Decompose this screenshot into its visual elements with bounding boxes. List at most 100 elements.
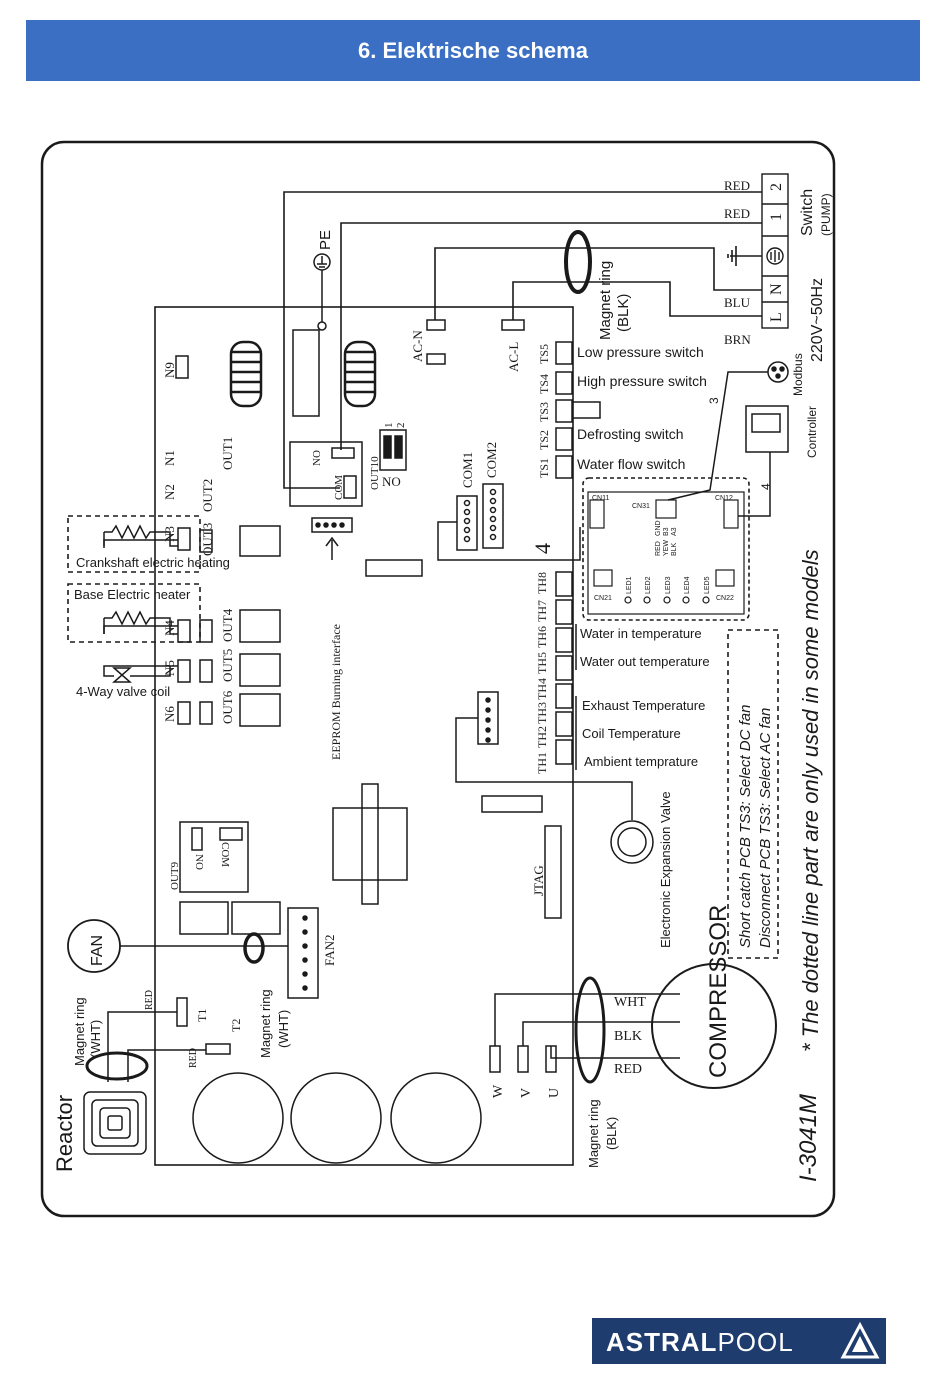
out6-label: OUT6	[220, 690, 235, 724]
display-board-outline	[582, 477, 750, 621]
cn31-pin-a3: A3	[671, 527, 678, 536]
led1-label: LED1	[626, 576, 633, 594]
compressor-label: COMPRESSOR	[705, 905, 732, 1078]
cn31-pin-b3: B3	[663, 527, 670, 536]
expansion-valve-label: Electronic Expansion Valve	[658, 791, 673, 948]
expansion-valve-icon	[610, 820, 654, 864]
controller-icon	[738, 405, 789, 517]
cn31-label: CN31	[632, 503, 650, 510]
optional-heater-boxes	[67, 515, 201, 643]
th7-label: TH7	[535, 600, 549, 622]
cn31-pin-red: RED	[655, 541, 662, 556]
pcb-coil-icons	[229, 340, 377, 408]
fan-label: FAN	[89, 935, 106, 966]
led4-label: LED4	[684, 576, 691, 594]
pcb-capacitors	[192, 1072, 482, 1164]
th5-label: TH5	[535, 652, 549, 674]
wire-count-4a: 4	[530, 543, 555, 554]
exhaust-temp-label: Exhaust Temperature	[582, 698, 705, 713]
out10-pin-2: 2	[395, 423, 407, 429]
cn11-label: CN11	[592, 495, 609, 502]
wire-red-1: RED	[724, 178, 750, 193]
coil-temp-label: Coil Temperature	[582, 726, 681, 741]
th6-label: TH6	[535, 626, 549, 648]
display-board	[587, 491, 745, 615]
magnet-ring-blk-color: (BLK)	[615, 294, 632, 332]
compressor-icon	[651, 963, 777, 1089]
magnet-ring-blk-label: Magnet ring	[597, 261, 614, 340]
out9-com-label: COM	[219, 842, 231, 867]
modbus-label: Modbus	[791, 353, 805, 396]
out10-no-label: NO	[382, 474, 401, 489]
modbus-connector-icon	[667, 361, 789, 501]
ac-l-label: AC-L	[506, 342, 521, 372]
ts5-label: TS5	[537, 344, 551, 364]
terminal-l-label: L	[768, 312, 785, 322]
eeprom-connector	[311, 517, 353, 560]
out-connectors	[177, 525, 281, 727]
out9-label: OUT9	[169, 861, 181, 890]
led2-label: LED2	[645, 576, 652, 594]
wire-brn: BRN	[724, 332, 751, 347]
crankshaft-label: Crankshaft electric heating	[76, 555, 230, 570]
t2-label: T2	[229, 1019, 243, 1032]
logo-text-astral: ASTRAL	[606, 1327, 718, 1357]
red-t1-label: RED	[144, 990, 155, 1010]
com1-label: COM1	[460, 452, 475, 488]
ambient-temp-label: Ambient temprature	[584, 754, 698, 769]
ac-n-label: AC-N	[410, 330, 425, 362]
fan-icon	[67, 919, 121, 973]
t-terminals	[107, 997, 231, 1082]
eeprom-label: EEPROM Burning interface	[329, 624, 343, 760]
cn12-label: CN12	[715, 495, 733, 502]
th-connectors	[555, 571, 577, 770]
out10-pin-1: 1	[383, 423, 395, 429]
fan2-connector	[120, 907, 319, 999]
wire-red-2: RED	[724, 206, 750, 221]
astralpool-logo: ASTRALPOOL	[592, 1318, 886, 1364]
led5-label: LED5	[704, 576, 711, 594]
ts3-note-short: Short catch PCB TS3: Select DC fan	[737, 705, 754, 948]
terminal-n-label: N	[768, 283, 785, 295]
base-heater-label: Base Electric heater	[74, 587, 191, 602]
v-label: V	[519, 1088, 534, 1098]
relay-com-label: COM	[333, 475, 345, 500]
section-header: 6. Elektrische schema	[26, 20, 920, 81]
magnet-ring-wht-color: (WHT)	[276, 1010, 291, 1048]
pump-label: (PUMP)	[819, 193, 833, 236]
th3-label: TH3	[535, 702, 549, 724]
out10-label: OUT10	[369, 456, 381, 490]
controller-label: Controller	[805, 406, 819, 458]
comp-ring-label: Magnet ring	[586, 1099, 601, 1168]
n1-label: N1	[162, 450, 177, 466]
water-in-temp-label: Water in temperature	[580, 626, 702, 641]
led3-label: LED3	[665, 576, 672, 594]
pe-label: PE	[317, 230, 334, 250]
logo-mark-icon	[840, 1322, 880, 1359]
comp-red-label: RED	[614, 1062, 642, 1077]
th1-label: TH1	[535, 752, 549, 774]
main-pcb	[154, 306, 574, 1166]
high-pressure-switch-label: High pressure switch	[577, 373, 707, 389]
red-t2-label: RED	[188, 1048, 199, 1068]
defrosting-switch-label: Defrosting switch	[577, 426, 684, 442]
cn21-label: CN21	[594, 595, 612, 602]
ac-connectors	[426, 319, 525, 365]
pcb-component	[292, 329, 320, 417]
cn31-pin-yew: YEW	[663, 540, 670, 556]
comp-ring-color: (BLK)	[604, 1117, 619, 1150]
ts3-note-disconnect: Disconnect PCB TS3: Select AC fan	[757, 708, 774, 948]
th8-label: TH8	[535, 572, 549, 594]
com-connectors	[437, 483, 581, 561]
water-out-temp-label: Water out temperature	[580, 654, 710, 669]
four-way-valve-icon	[103, 665, 178, 683]
wire-count-4b: 4	[759, 483, 773, 490]
magnet-ring-wht-icon	[243, 932, 265, 964]
pcb-misc-components	[332, 559, 562, 919]
ts-connectors	[555, 341, 601, 479]
n6-label: N6	[162, 706, 177, 722]
comp-wht-label: WHT	[614, 995, 646, 1010]
reactor-icon	[83, 1091, 147, 1155]
relay-no-label: NO	[311, 450, 323, 466]
